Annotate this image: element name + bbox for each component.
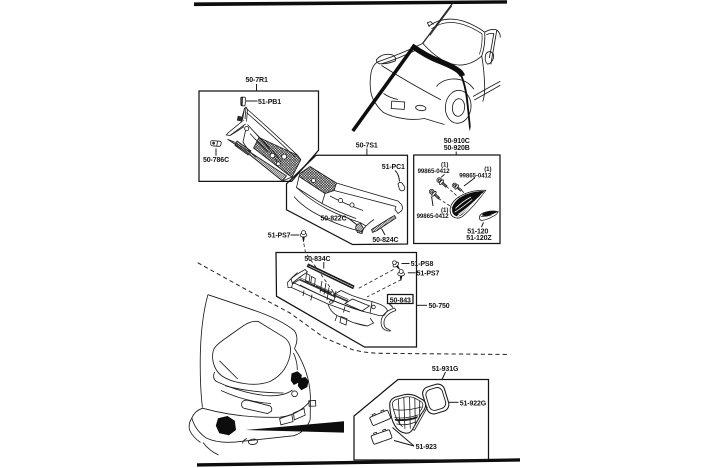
svg-text:50-824C: 50-824C <box>372 237 398 244</box>
svg-text:51-120Z: 51-120Z <box>466 235 492 242</box>
svg-text:50-843: 50-843 <box>390 298 411 305</box>
svg-text:(1): (1) <box>441 161 448 168</box>
svg-text:51-923: 51-923 <box>416 444 437 451</box>
svg-text:51-PC1: 51-PC1 <box>382 164 405 171</box>
svg-text:50-7R1: 50-7R1 <box>246 77 268 84</box>
svg-text:51-PS7: 51-PS7 <box>268 232 291 239</box>
svg-text:51-PB1: 51-PB1 <box>258 99 281 106</box>
svg-text:99865-0412: 99865-0412 <box>418 168 451 175</box>
svg-text:50-920B: 50-920B <box>444 145 470 152</box>
svg-text:50-786C: 50-786C <box>203 157 229 164</box>
svg-text:51-PS8: 51-PS8 <box>411 261 434 268</box>
svg-text:(1): (1) <box>441 207 448 214</box>
svg-text:51-931G: 51-931G <box>432 366 459 373</box>
svg-text:50-822C: 50-822C <box>321 216 347 223</box>
svg-text:50-910C: 50-910C <box>444 138 470 145</box>
svg-text:99865-0412: 99865-0412 <box>417 213 450 220</box>
svg-text:51-120: 51-120 <box>467 229 488 236</box>
svg-text:51-PS7: 51-PS7 <box>417 271 440 278</box>
svg-text:(1): (1) <box>484 166 491 173</box>
svg-text:51-922G: 51-922G <box>460 401 487 408</box>
svg-text:50-7S1: 50-7S1 <box>356 143 378 150</box>
svg-text:99865-0412: 99865-0412 <box>459 172 492 179</box>
svg-text:50-750: 50-750 <box>429 303 450 310</box>
svg-text:50-834C: 50-834C <box>304 256 330 263</box>
